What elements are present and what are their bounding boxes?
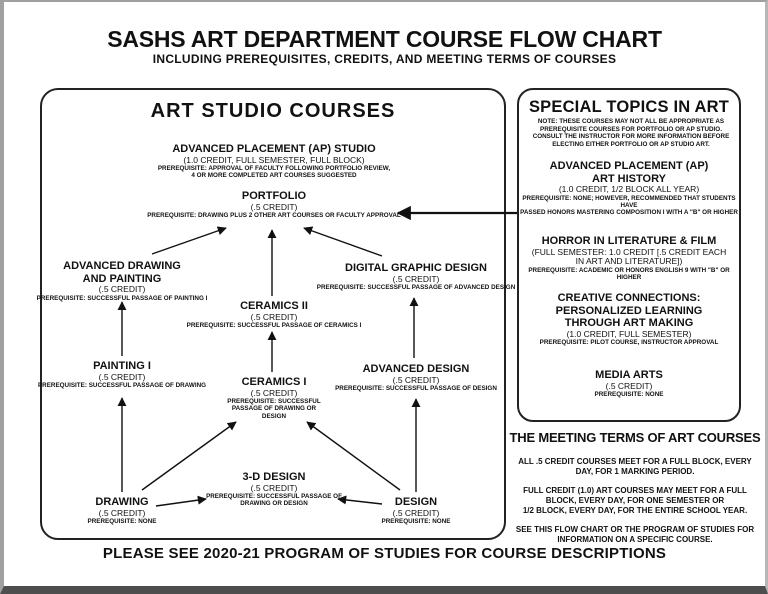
course-prereq: PREREQUISITE: PILOT COURSE, INSTRUCTOR A… (539, 339, 719, 346)
art-studio-courses-box: ART STUDIO COURSES (40, 88, 506, 540)
course-node-painting-1: PAINTING I (.5 CREDIT) PREREQUISITE: SUC… (22, 360, 222, 389)
course-credit: (.5 CREDIT) (250, 201, 298, 212)
course-credit: (.5 CREDIT) (392, 507, 440, 518)
course-prereq: PREREQUISITE: SUCCESSFUL PASSAGE OF ADVA… (316, 284, 516, 291)
course-credit: (FULL SEMESTER: 1.0 CREDIT [.5 CREDIT EA… (531, 246, 727, 266)
course-credit: (.5 CREDIT) (250, 311, 298, 322)
course-title: HORROR IN LITERATURE & FILM (541, 235, 717, 247)
course-node-creative-connections: CREATIVE CONNECTIONS: PERSONALIZED LEARN… (519, 292, 739, 346)
course-prereq: PREREQUISITE: APPROVAL OF FACULTY FOLLOW… (157, 165, 391, 180)
course-node-ceramics-1: CERAMICS I (.5 CREDIT) PREREQUISITE: SUC… (199, 376, 349, 420)
course-title: DIGITAL GRAPHIC DESIGN (345, 262, 487, 274)
course-prereq: PREREQUISITE: NONE (87, 518, 157, 525)
course-node-ceramics-2: CERAMICS II (.5 CREDIT) PREREQUISITE: SU… (159, 300, 389, 329)
course-prereq: PREREQUISITE: SUCCESSFUL PASSAGE OF DRAW… (37, 382, 207, 389)
course-prereq: PREREQUISITE: ACADEMIC OR HONORS ENGLISH… (528, 266, 730, 281)
course-credit: (.5 CREDIT) (250, 387, 298, 398)
special-topics-note: NOTE: THESE COURSES MAY NOT ALL BE APPRO… (532, 118, 730, 148)
course-node-advanced-drawing-painting: ADVANCED DRAWING AND PAINTING (.5 CREDIT… (17, 260, 227, 302)
course-title: ADVANCED DRAWING AND PAINTING (63, 260, 181, 285)
course-prereq: PREREQUISITE: SUCCESSFUL PASSAGE OF DRAW… (227, 398, 321, 420)
course-node-drawing: DRAWING (.5 CREDIT) PREREQUISITE: NONE (57, 496, 187, 525)
course-node-design: DESIGN (.5 CREDIT) PREREQUISITE: NONE (351, 496, 481, 525)
page-subtitle: INCLUDING PREREQUISITES, CREDITS, AND ME… (152, 52, 617, 66)
special-topics-heading: SPECIAL TOPICS IN ART (528, 98, 730, 116)
course-prereq: PREREQUISITE: SUCCESSFUL PASSAGE OF CERA… (186, 322, 362, 329)
course-credit: (.5 CREDIT) (392, 374, 440, 385)
course-prereq: PREREQUISITE: SUCCESSFUL PASSAGE OF DESI… (335, 385, 497, 392)
meeting-terms-paragraph: FULL CREDIT (1.0) ART COURSES MAY MEET F… (522, 486, 748, 515)
course-title: CREATIVE CONNECTIONS: PERSONALIZED LEARN… (555, 292, 703, 329)
art-studio-heading: ART STUDIO COURSES (150, 100, 396, 122)
page-title: SASHS ART DEPARTMENT COURSE FLOW CHART (107, 26, 662, 52)
course-node-advanced-design: ADVANCED DESIGN (.5 CREDIT) PREREQUISITE… (311, 363, 521, 392)
course-node-ap-art-history: ADVANCED PLACEMENT (AP) ART HISTORY (1.0… (519, 160, 739, 217)
course-credit: (1.0 CREDIT, 1/2 BLOCK ALL YEAR) (558, 184, 700, 194)
course-node-3d-design: 3-D DESIGN (.5 CREDIT) PREREQUISITE: SUC… (184, 471, 364, 508)
course-credit: (1.0 CREDIT, FULL SEMESTER, FULL BLOCK) (183, 154, 365, 165)
course-credit: (.5 CREDIT) (98, 284, 146, 294)
course-title: ADVANCED PLACEMENT (AP) ART HISTORY (549, 160, 709, 185)
course-prereq: PREREQUISITE: NONE (594, 391, 664, 398)
course-prereq: PREREQUISITE: NONE (381, 518, 451, 525)
course-title: CERAMICS II (240, 300, 308, 312)
course-title: DRAWING (95, 496, 149, 508)
footer-note: PLEASE SEE 2020-21 PROGRAM OF STUDIES FO… (102, 545, 667, 562)
course-title: DESIGN (394, 496, 438, 508)
course-node-media-arts: MEDIA ARTS (.5 CREDIT) PREREQUISITE: NON… (519, 369, 739, 398)
course-title: ADVANCED DESIGN (362, 363, 470, 375)
course-credit: (.5 CREDIT) (392, 273, 440, 284)
course-title: ADVANCED PLACEMENT (AP) STUDIO (172, 143, 376, 155)
course-prereq: PREREQUISITE: NONE; HOWEVER, RECOMMENDED… (520, 194, 738, 217)
course-title: 3-D DESIGN (242, 471, 306, 483)
course-node-horror-lit-film: HORROR IN LITERATURE & FILM (FULL SEMEST… (519, 235, 739, 281)
course-credit: (.5 CREDIT) (250, 482, 298, 493)
meeting-terms-paragraph: ALL .5 CREDIT COURSES MEET FOR A FULL BL… (518, 457, 752, 476)
course-credit: (1.0 CREDIT, FULL SEMESTER) (566, 328, 692, 339)
course-node-portfolio: PORTFOLIO (.5 CREDIT) PREREQUISITE: DRAW… (109, 190, 439, 219)
course-title: CERAMICS I (241, 376, 307, 388)
course-node-ap-studio: ADVANCED PLACEMENT (AP) STUDIO (1.0 CRED… (109, 143, 439, 180)
course-prereq: PREREQUISITE: SUCCESSFUL PASSAGE OF PAIN… (36, 294, 208, 302)
course-title: MEDIA ARTS (595, 369, 663, 381)
course-title: PORTFOLIO (241, 190, 307, 202)
meeting-terms-heading: THE MEETING TERMS OF ART COURSES (509, 430, 761, 445)
course-credit: (.5 CREDIT) (98, 371, 146, 382)
course-credit: (.5 CREDIT) (98, 507, 146, 518)
meeting-terms-section: THE MEETING TERMS OF ART COURSES ALL .5 … (509, 430, 761, 554)
course-prereq: PREREQUISITE: DRAWING PLUS 2 OTHER ART C… (147, 212, 401, 219)
meeting-terms-paragraph: SEE THIS FLOW CHART OR THE PROGRAM OF ST… (515, 525, 755, 544)
special-topics-box: SPECIAL TOPICS IN ART NOTE: THESE COURSE… (517, 88, 741, 422)
course-credit: (.5 CREDIT) (605, 380, 653, 391)
course-prereq: PREREQUISITE: SUCCESSFUL PASSAGE OF DRAW… (206, 493, 342, 508)
course-title: PAINTING I (93, 360, 151, 372)
course-node-digital-graphic-design: DIGITAL GRAPHIC DESIGN (.5 CREDIT) PRERE… (296, 262, 536, 291)
